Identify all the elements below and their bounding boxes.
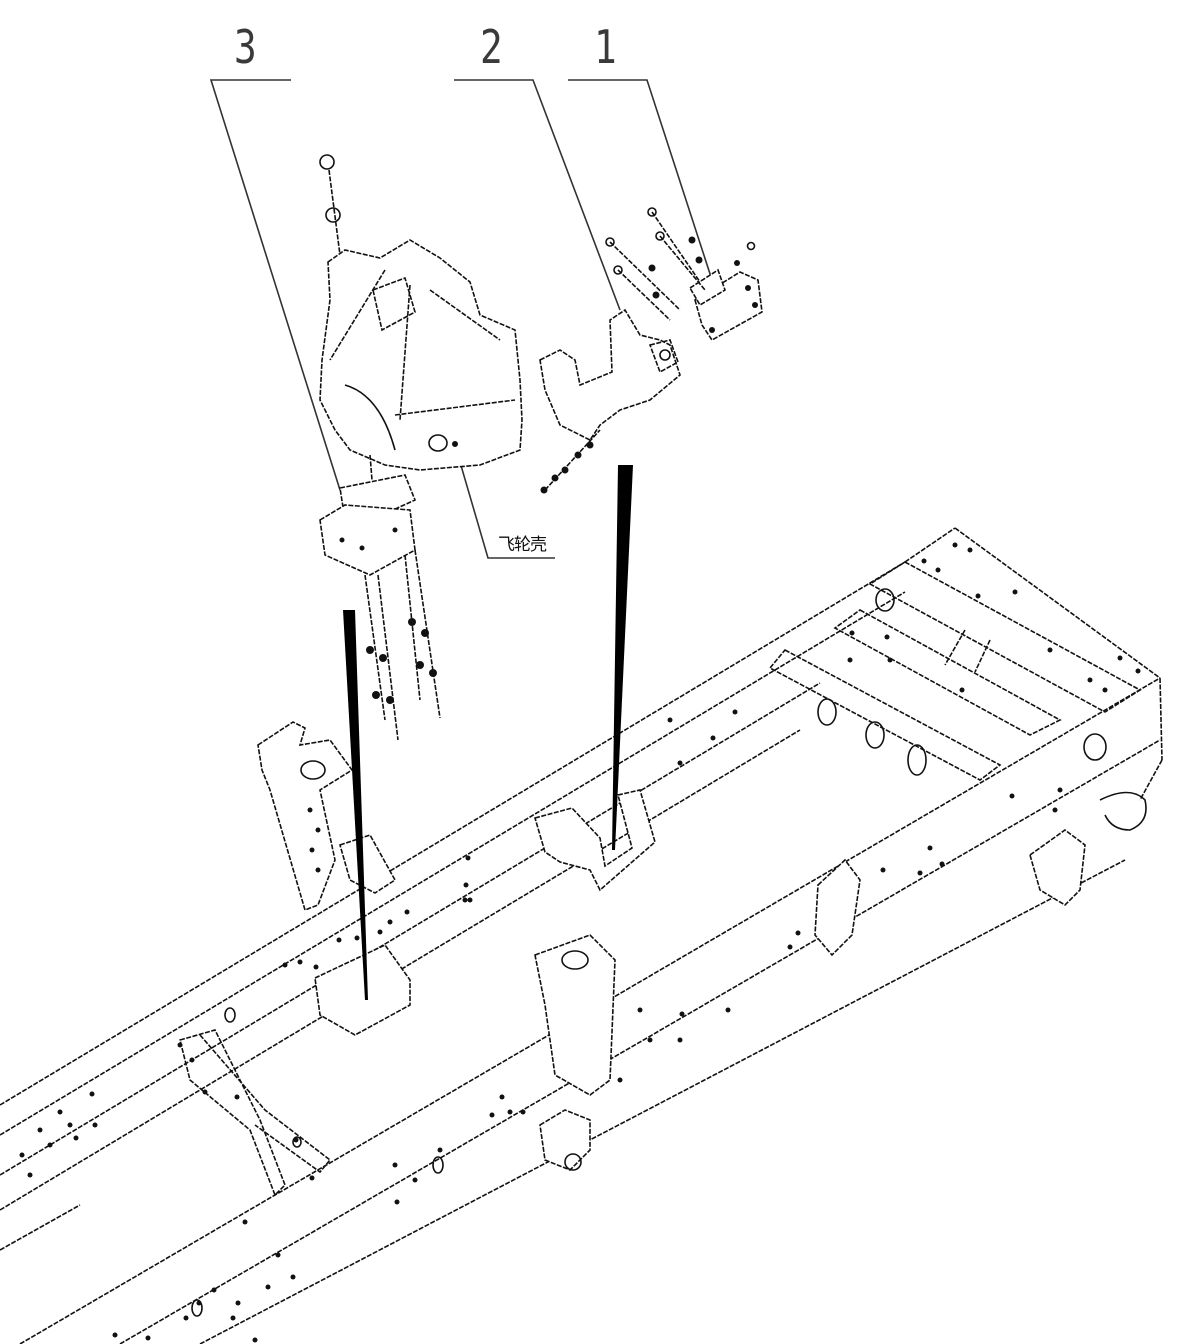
- callout-number-2: 2: [480, 20, 503, 74]
- frame-crossmembers: [179, 561, 1142, 1197]
- leader-line-flywheel: [454, 444, 555, 559]
- frame-left-rail: [0, 527, 1161, 1211]
- rear-mount-bracket-2: [539, 308, 681, 494]
- callout-leaders: [209, 79, 713, 559]
- assembly-arrows: [343, 465, 633, 1000]
- assembly-arrow-rear: [612, 465, 633, 850]
- leader-line-1: [568, 79, 713, 281]
- frame-bracket-spring-hanger: [534, 934, 616, 1171]
- leader-line-2: [454, 79, 621, 311]
- front-mount-cushion: [319, 474, 441, 741]
- flywheel-housing-label: 飞轮壳: [498, 535, 547, 555]
- frame-bracket-left-mount-pad: [314, 834, 411, 1036]
- frame-rear-bracket-center: [814, 858, 861, 957]
- callout-number-3: 3: [234, 20, 257, 74]
- rear-mount-plate-1: [605, 207, 763, 342]
- frame-holes: [19, 542, 1141, 1343]
- leader-line-3: [209, 79, 341, 491]
- callout-number-1: 1: [594, 20, 617, 74]
- frame-bracket-left-upright: [257, 721, 354, 912]
- flywheel-housing-assembly: [319, 154, 523, 481]
- frame-bracket-right-mount: [534, 789, 656, 892]
- frame-tow-hook: [1029, 791, 1147, 907]
- assembly-arrow-front: [343, 610, 368, 1000]
